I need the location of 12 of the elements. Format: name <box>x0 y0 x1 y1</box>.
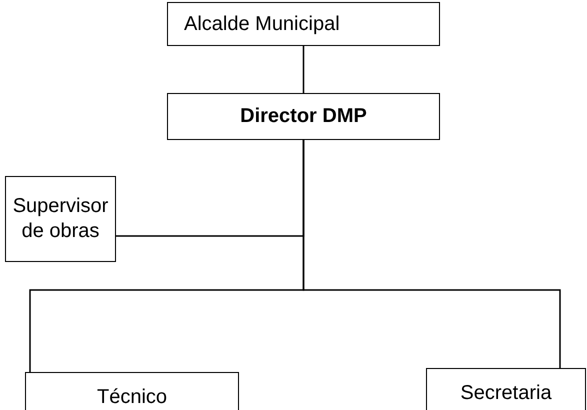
org-box <box>426 368 586 410</box>
connector-line <box>302 46 304 93</box>
org-box <box>5 176 116 262</box>
connector-line <box>302 140 561 368</box>
box-label: Director DMP <box>240 104 367 129</box>
box-label: Técnico <box>96 384 168 410</box>
box-label: Supervisor de obras <box>12 194 110 244</box>
box-label: Alcalde Municipal <box>184 12 340 36</box>
org-box <box>167 93 440 140</box>
box-label: Secretaria <box>460 380 552 406</box>
org-box <box>167 2 440 46</box>
org-box <box>25 372 239 410</box>
